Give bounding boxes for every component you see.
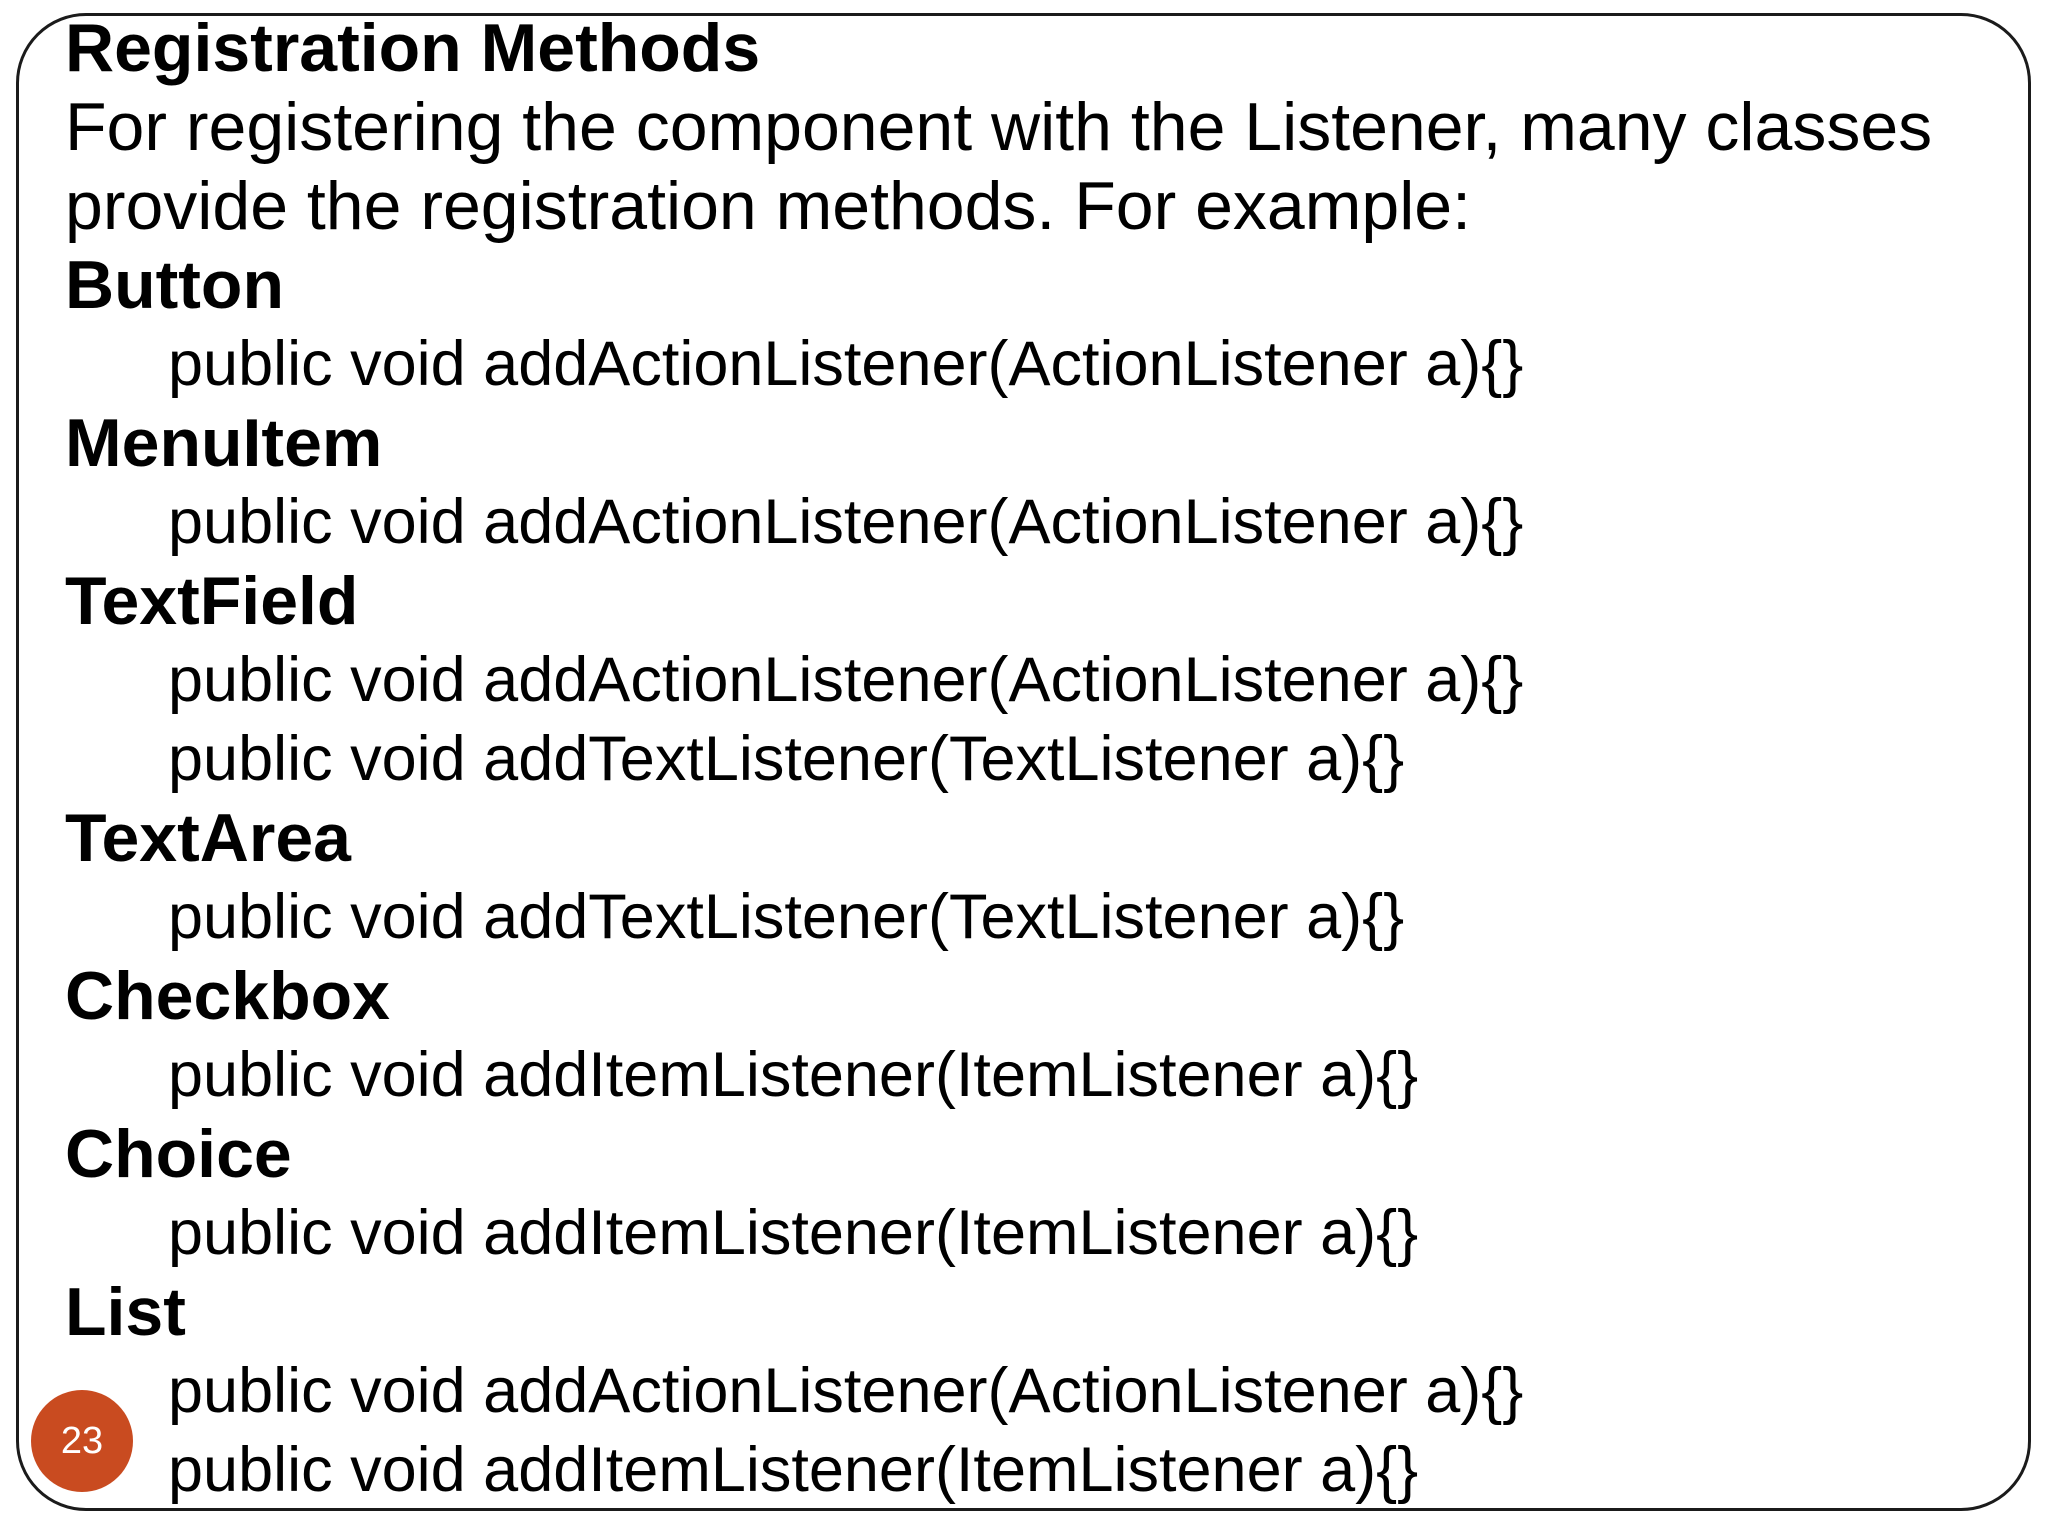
method-signature: public void addItemListener(ItemListener… — [168, 1435, 1419, 1505]
method-signature: public void addActionListener(ActionList… — [168, 487, 1524, 557]
class-header-button: Button — [65, 247, 285, 323]
method-signature: public void addActionListener(ActionList… — [168, 645, 1524, 715]
method-signature: public void addTextListener(TextListener… — [168, 882, 1405, 952]
class-header-menuitem: MenuItem — [65, 405, 383, 481]
method-signature: public void addTextListener(TextListener… — [168, 724, 1405, 794]
method-signature: public void addActionListener(ActionList… — [168, 1356, 1524, 1426]
page-number: 23 — [60, 1419, 104, 1462]
intro-line-1: For registering the component with the L… — [65, 89, 1933, 165]
slide-rounded-border — [16, 13, 2031, 1511]
method-signature: public void addItemListener(ItemListener… — [168, 1040, 1419, 1110]
class-header-textfield: TextField — [65, 563, 359, 639]
page-number-badge: 23 — [31, 1390, 133, 1492]
method-signature: public void addActionListener(ActionList… — [168, 329, 1524, 399]
intro-line-2: provide the registration methods. For ex… — [65, 168, 1472, 244]
method-signature: public void addItemListener(ItemListener… — [168, 1198, 1419, 1268]
slide-title: Registration Methods — [65, 10, 761, 86]
class-header-choice: Choice — [65, 1116, 292, 1192]
class-header-textarea: TextArea — [65, 800, 351, 876]
class-header-list: List — [65, 1274, 186, 1350]
slide-content: Registration Methods For registering the… — [65, 9, 2030, 1510]
class-header-checkbox: Checkbox — [65, 958, 390, 1034]
